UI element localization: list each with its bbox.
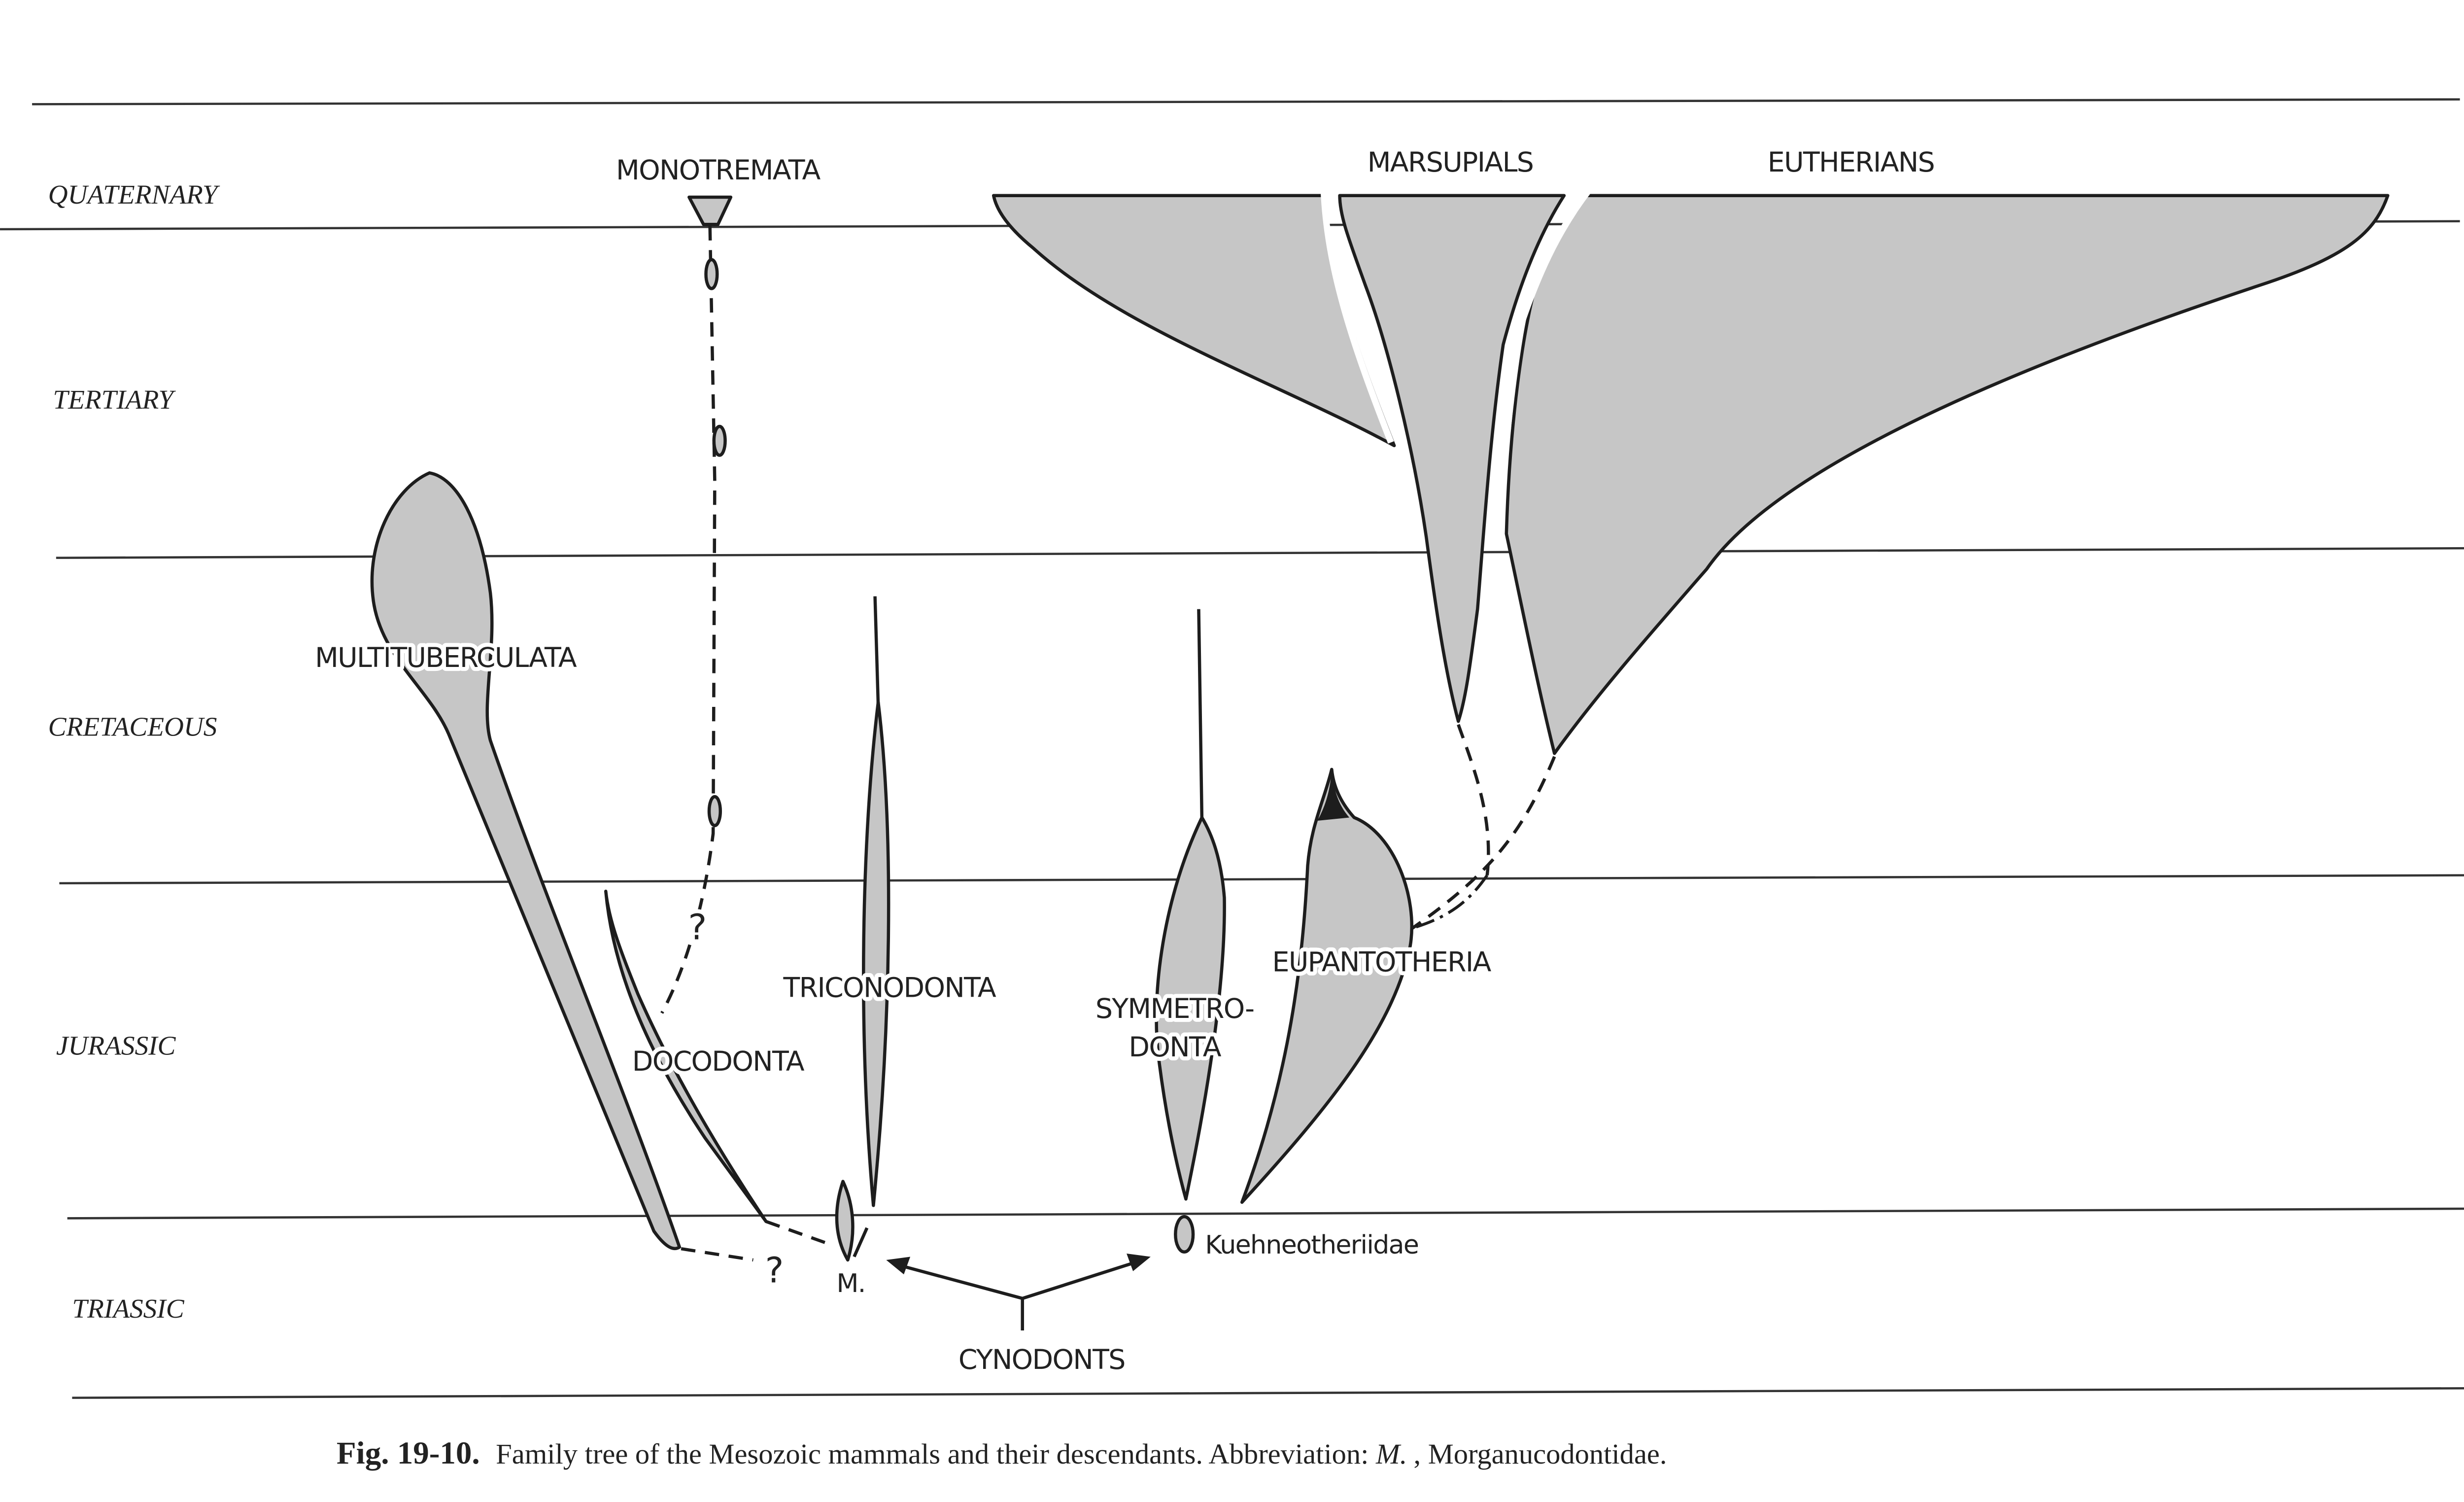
label-m: M. [837, 1269, 865, 1298]
connector-marsupials [1457, 724, 1490, 875]
label-cynodonts: CYNODONTS [958, 1344, 1125, 1376]
arrow-to-kuehneotheriidae [1022, 1260, 1138, 1300]
label-kuehneotheriidae: Kuehneotheriidae [1205, 1230, 1418, 1260]
shape-symmetrodonta [1155, 816, 1226, 1201]
arrow-to-morganucodontidae [897, 1263, 1024, 1331]
eupantotheria-tip [1317, 769, 1350, 821]
label-symmetrodonta-1: SYMMETRO- [1095, 993, 1254, 1025]
shape-marsupials [1338, 194, 1566, 723]
boundary-jurassic-triassic [67, 1207, 2464, 1220]
label-eupantotheria: EUPANTOTHERIA [1272, 947, 1492, 978]
connector-monotremata [660, 226, 717, 1014]
shape-morganucodontidae [835, 1180, 855, 1262]
top-rule [32, 98, 2460, 105]
connector-eutherians [1409, 756, 1556, 931]
label-triconodonta: TRICONODONTA [783, 973, 996, 1004]
shape-eutherians [1505, 194, 2390, 755]
connector-eupantotheria [1394, 874, 1489, 935]
period-tertiary: TERTIARY [53, 384, 176, 415]
period-triassic: TRIASSIC [72, 1293, 184, 1324]
connector-docodonta [765, 1220, 834, 1247]
gap-line [1497, 187, 1593, 529]
caption-text: Family tree of the Mesozoic mammals and … [496, 1438, 1376, 1470]
label-marsupials: MARSUPIALS [1368, 147, 1533, 178]
shape-docodonta [604, 889, 768, 1223]
shape-eupantotheria [1240, 768, 1413, 1204]
fossil-marker [707, 795, 722, 827]
stem-triconodonta [873, 596, 880, 705]
label-monotremata: MONOTREMATA [616, 155, 821, 186]
label-multituberculata: MULTITUBERCULATA [315, 642, 577, 674]
gap-line [1320, 189, 1394, 444]
monotremata-lineage [660, 195, 733, 1014]
period-quaternary: QUATERNARY [48, 179, 220, 210]
therian-radiation [992, 187, 2390, 935]
shape-marsupial-left-lobe [992, 194, 1396, 448]
bottom-rule [72, 1387, 2464, 1399]
cynodonts-arrows [886, 1253, 1151, 1331]
fossil-marker [712, 424, 727, 457]
boundary-cretaceous-jurassic [59, 874, 2464, 885]
arrowhead-icon [886, 1257, 911, 1275]
period-jurassic: JURASSIC [56, 1031, 176, 1061]
connector-triconodonta [853, 1227, 869, 1257]
figure-caption: Fig. 19-10. Family tree of the Mesozoic … [337, 1435, 1667, 1471]
connector-multituberculata [681, 1247, 753, 1262]
stem-symmetrodonta [1197, 609, 1204, 821]
question-mark: ? [688, 907, 706, 948]
fossil-marker [704, 258, 719, 290]
label-eutherians: EUTHERIANS [1768, 147, 1934, 178]
shape-kuehneotheriidae [1174, 1215, 1195, 1254]
shape-multituberculata [370, 471, 682, 1251]
arrowhead-icon [1127, 1253, 1151, 1271]
caption-rest: , Morganucodontidae. [1413, 1438, 1667, 1470]
caption-abbr: M. [1375, 1438, 1407, 1470]
label-symmetrodonta-2: DONTA [1129, 1032, 1221, 1063]
shape-triconodonta [862, 700, 890, 1207]
caption-number: Fig. 19-10. [337, 1435, 480, 1471]
label-docodonta: DOCODONTA [632, 1046, 805, 1078]
question-mark: ? [765, 1250, 783, 1291]
period-cretaceous: CRETACEOUS [48, 712, 217, 742]
shape-monotremata [687, 195, 733, 226]
